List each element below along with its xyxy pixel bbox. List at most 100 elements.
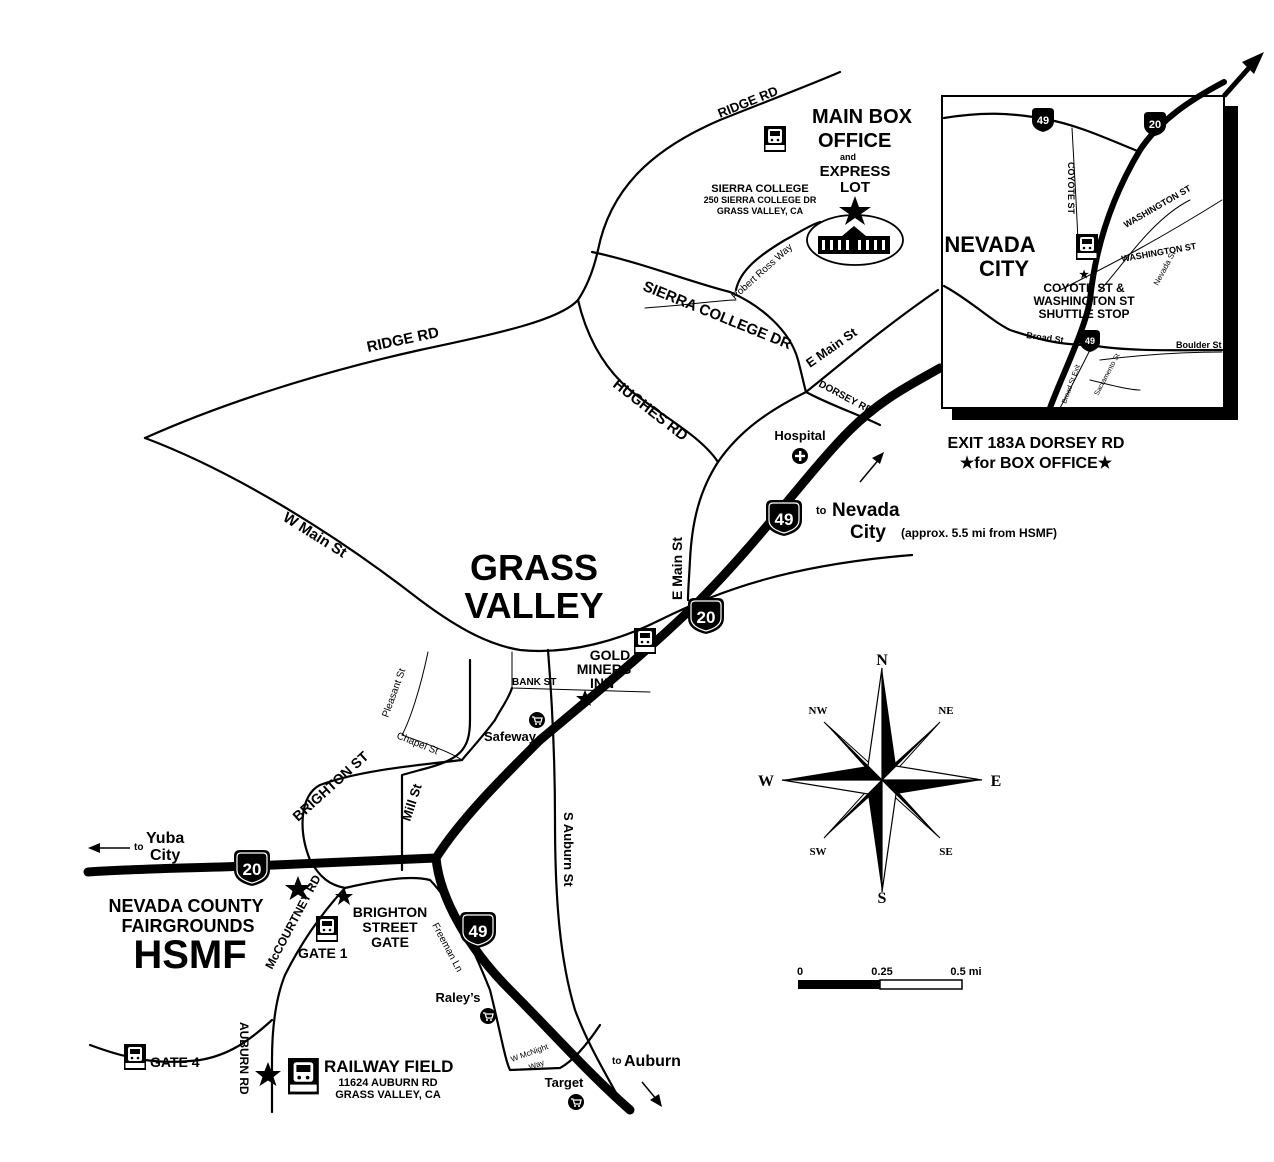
dorsey-rd [804,390,882,427]
college-oval [806,214,904,266]
shuttle-icon [634,628,656,654]
grass-valley-2: VALLEY [464,585,603,626]
bank-st-road [493,686,514,722]
shield-hwy49-south: 49 [460,912,496,948]
inset-broad-st [942,284,1224,352]
target-label: Target [545,1075,584,1090]
mccourtney-rd [270,886,347,1114]
exit-line-2: ★for BOX OFFICE★ [960,455,1113,472]
label-auburn-rd: AUBURN RD [237,1022,251,1095]
brighton-gate-3: GATE [371,934,409,950]
chapel-st [401,734,463,761]
cart-icon [479,1007,497,1025]
inset-shield-49b: 49 [1080,330,1100,352]
cart-icon [567,1093,585,1111]
pleasant-st [401,651,429,736]
inset-arrow [1242,52,1264,74]
exit-line-1: EXIT 183A DORSEY RD [948,435,1125,452]
safeway-connector [460,718,497,762]
mill-st [400,658,472,872]
compass-rose: N S E W NE NW SE SW [758,652,1001,907]
inset-shield-20: 20 [1144,112,1166,136]
to-yuba-2: City [150,847,180,864]
inset-washington-st [1059,199,1223,291]
e-main-st [686,390,808,602]
shield-20-label: 20 [697,608,716,627]
cart-icon [528,711,546,729]
roads-layer [88,70,940,1114]
label-brighton-st: BRIGHTON ST [289,748,372,825]
shield-hwy20-main: 20 [688,598,724,634]
shuttle-icon [288,1058,319,1095]
gold-3: INN [590,675,614,691]
gate1-label: GATE 1 [298,945,348,961]
sierra-college-loop [644,299,737,309]
inset-boulder-label: Boulder St [1176,340,1222,350]
inset-nevada-1: NEVADA [944,232,1035,257]
shield-49-label: 49 [775,510,794,529]
inset-hwy [1047,79,1227,411]
w-main-st [143,436,914,653]
hospital: Hospital [774,428,826,464]
sierra-college-city: GRASS VALLEY, CA [717,206,804,216]
label-robert-ross-way: Robert Ross Way [730,242,795,302]
scale-zero: 0 [797,966,803,978]
compass-s: S [878,890,887,907]
shield-hwy49-main: 49 [766,500,802,536]
inset-nevada-2: CITY [979,256,1029,281]
shield-20-west-label: 20 [243,860,262,879]
robert-ross-way [734,220,822,292]
label-chapel-st: Chapel St [395,731,440,758]
ridge-rd [143,248,600,440]
inset-coyote-label: COYOTE ST [1066,162,1076,215]
gold-2: MINERS [577,661,631,677]
sierra-college-dr [590,250,808,394]
to-yuba-city: to Yuba City [134,830,184,864]
compass-ne: NE [938,705,953,717]
label-ridge-rd-north: RIDGE RD [716,83,781,121]
box-office-and: and [840,152,856,162]
gate4-label: GATE 4 [150,1054,200,1070]
inset-49-label: 49 [1037,115,1049,127]
inset-stop-2: WASHINGTON ST [1033,294,1135,308]
shuttle-icon [764,126,786,152]
hughes-rd [576,298,720,464]
to-nevada-city: to Nevada City (approx. 5.5 mi from HSMF… [816,500,1057,543]
to-nevada-approx: (approx. 5.5 mi from HSMF) [901,526,1057,540]
raleys: Raley’s [435,990,497,1025]
scale-dark-segment [798,980,880,989]
railway-name: RAILWAY FIELD [324,1057,453,1076]
freeman-ln [343,876,602,1072]
sierra-college-name: SIERRA COLLEGE [711,183,808,195]
inset-coyote-st [1071,127,1079,241]
direction-arrows [88,452,884,1107]
railway-address: 11624 AUBURN RD [338,1077,437,1089]
box-office-title-1: MAIN BOX [812,106,913,128]
inset-49b-label: 49 [1085,336,1095,346]
express-lot-2: LOT [840,179,870,196]
target: Target [545,1075,585,1111]
to-nevada-to: to [816,505,827,517]
compass-nw: NW [809,705,828,717]
main-box-office: MAIN BOX OFFICE and EXPRESS LOT SIERRA C… [704,106,913,266]
inset-stop-1: COYOTE ST & [1043,281,1125,295]
compass-sw: SW [809,846,826,858]
label-w-mcnight-1: W McNight [510,1042,551,1064]
label-ridge-rd: RIDGE RD [365,324,440,356]
label-hughes-rd: HUGHES RD [610,376,692,445]
to-auburn-label: Auburn [624,1053,681,1070]
gate4-road [88,1018,274,1063]
compass-w: W [758,773,774,790]
inset-star: ★ [1079,269,1089,281]
label-e-main-st-north: E Main St [803,324,860,370]
express-lot-1: EXPRESS [820,163,891,180]
inset-nevada-st [1099,199,1191,291]
fair-3: HSMF [133,933,246,977]
raleys-label: Raley’s [435,990,480,1005]
shuttle-icon [1076,234,1098,260]
to-yuba-to: to [134,842,143,853]
brighton-gate-1: BRIGHTON [353,904,427,920]
to-yuba-1: Yuba [146,830,184,847]
fair-1: NEVADA COUNTY [108,896,263,916]
exit-label: EXIT 183A DORSEY RD ★for BOX OFFICE★ [948,435,1125,472]
